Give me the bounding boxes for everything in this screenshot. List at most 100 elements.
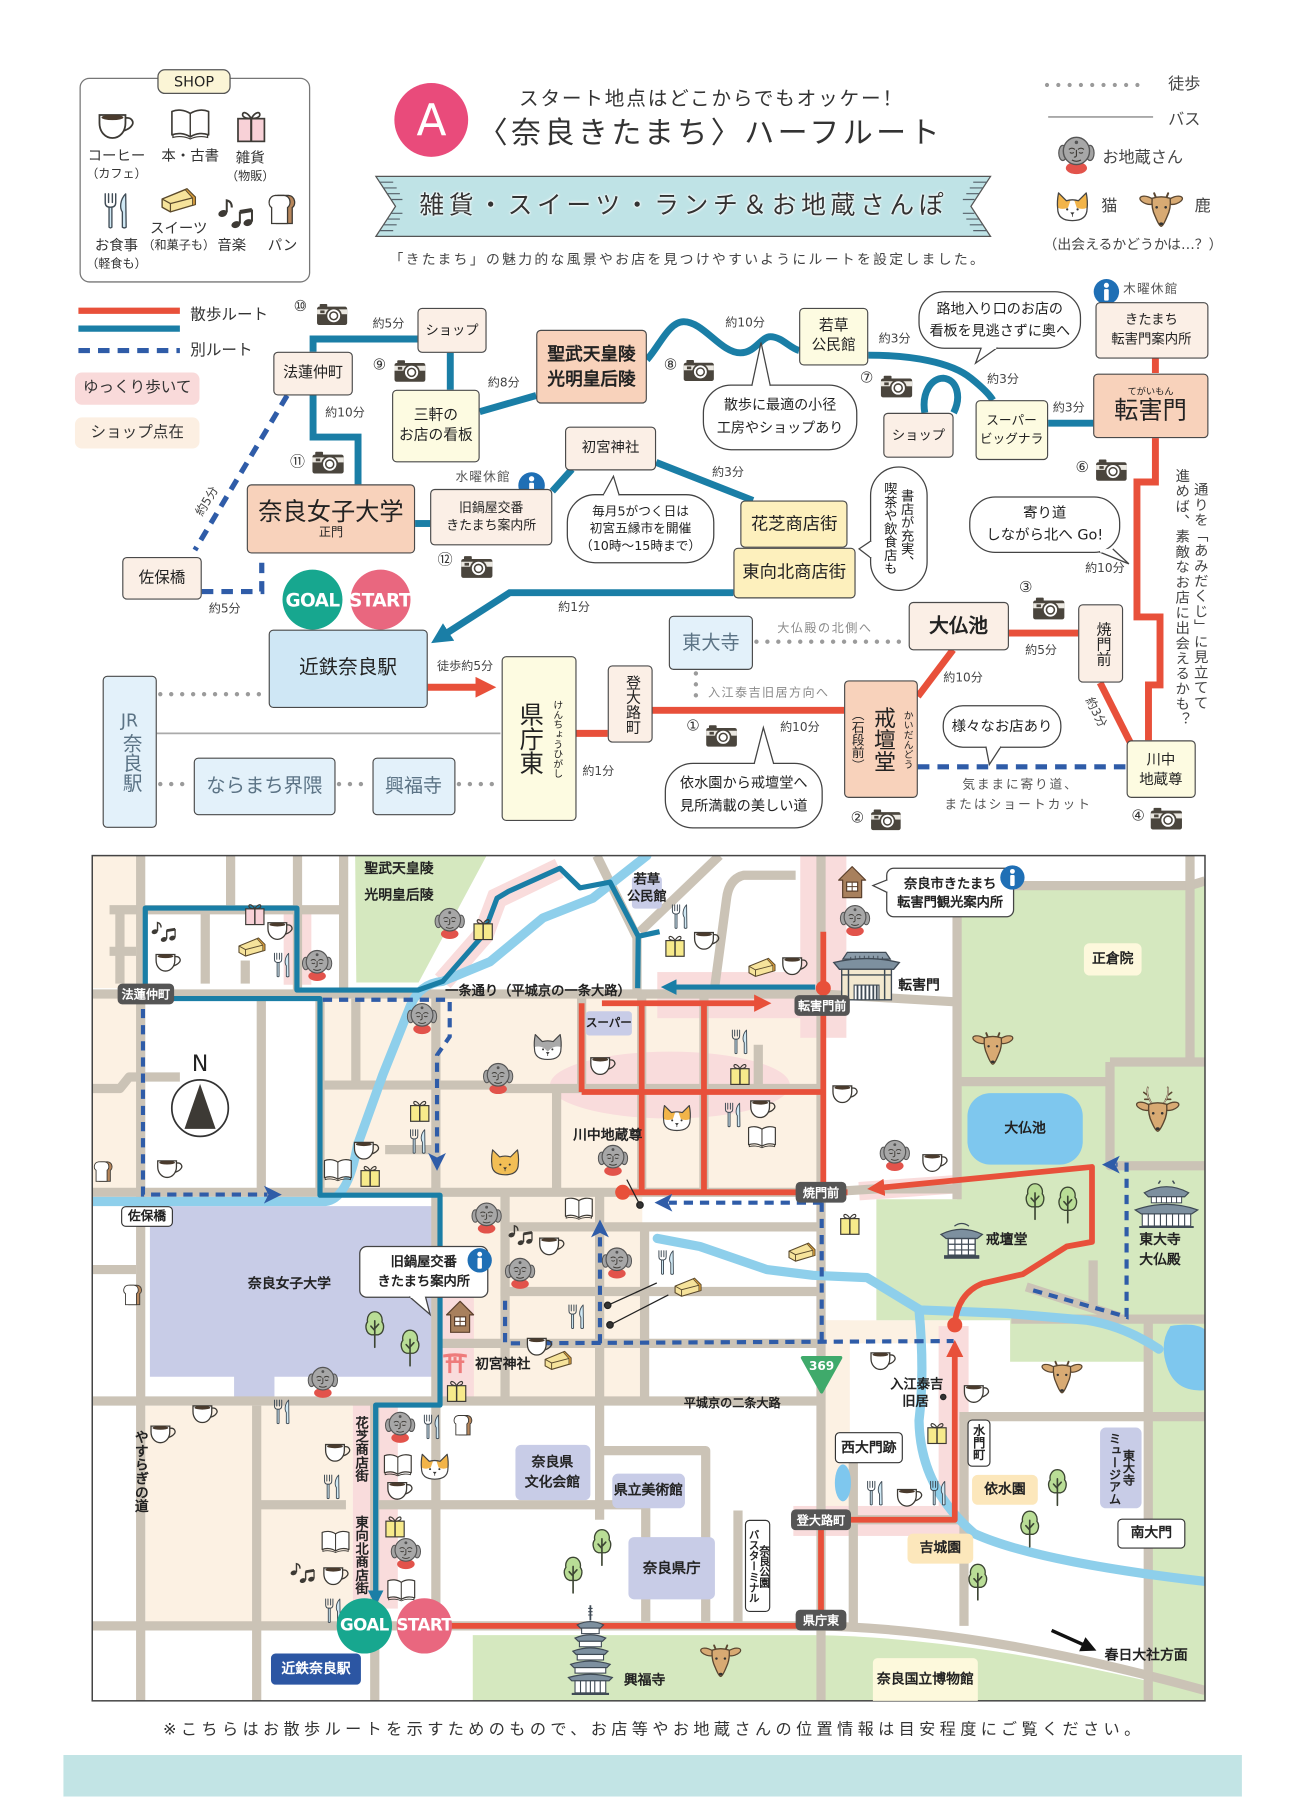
node-label-line: きたまち案内所 (446, 517, 537, 533)
node-kofukuji: 興福寺 (371, 757, 456, 816)
map-tag-horen-nakamachi: 法蓮仲町 (117, 983, 175, 1005)
bubble-text-isuien: 依水園から戒壇堂へ見所満載の美しい道 (665, 763, 822, 828)
shop-legend-meals-sub: （軽食も） (86, 257, 147, 271)
node-daibutsu-pond: 大仏池 (908, 601, 1009, 651)
bubble-line: 奈良市きたまち (903, 875, 997, 892)
map-label-nishi-daimon-ruins: 西大門跡 (834, 1432, 903, 1464)
route-waypoint-dot (615, 1184, 631, 1200)
node-shop-west: ショップ (417, 307, 487, 353)
photo-spot-number: ⑥ (1075, 459, 1089, 477)
shomu-mausoleum-area (355, 855, 487, 983)
map-blue-route (142, 865, 641, 1607)
node-hanashiba-shotengai: 花芝商店街 (740, 499, 848, 548)
walk-time: 約3分 (878, 332, 911, 346)
bubble-line: 書店が充実、 (899, 488, 916, 569)
map-bubble-nabeya-info: 旧鍋屋交番きたまち案内所 (360, 1247, 488, 1298)
bubble-text-shops: 様々なお店あり (943, 706, 1061, 748)
bubble-line: 旧鍋屋交番 (390, 1253, 457, 1270)
map-label-bus-terminal: 奈良公園バスターミナル (744, 1519, 771, 1613)
walk-time: 約5分 (372, 317, 405, 331)
walk-time: 約3分 (1052, 401, 1085, 416)
footer-note: ※こちらはお散歩ルートを示すためのもので、お店等やお地蔵さんの位置情報は目安程度… (162, 1720, 1145, 1739)
legend-shops-swatch: ショップ点在 (74, 417, 200, 449)
map-label-kofukuji: 興福寺 (623, 1671, 666, 1689)
legend-walk-label: 徒歩 (1168, 74, 1201, 94)
bread-icon (453, 1415, 473, 1436)
photo-spot-number: ⑫ (437, 551, 453, 569)
legend-alt-route-label: 別ルート (190, 341, 253, 360)
node-label: 登大路町 (622, 673, 640, 734)
yoshiki-river (652, 1233, 1164, 1354)
note-daibutsuden-north: 大仏殿の北側へ (777, 621, 873, 636)
map-label-line: 奈良公園 (756, 1544, 770, 1588)
page-title: 〈奈良きたまち〉ハーフルート (477, 116, 944, 152)
speech-bubble-shotengai (857, 466, 928, 592)
bubble-line: 喫茶や飲食店も (882, 482, 899, 576)
map-label-kaidando: 戒壇堂 (985, 1231, 1028, 1248)
map-label-prefectural-art-museum: 県立美術館 (611, 1473, 686, 1509)
walk-time: 約1分 (558, 600, 591, 615)
legend-slow-walk-swatch: ゆっくり歩いて (74, 372, 200, 405)
note-shortcut-line: 気ままに寄り道、 (962, 777, 1079, 793)
node-tegaimon-info-center: きたまち転害門案内所 (1094, 302, 1208, 359)
map-frame (91, 854, 1206, 1702)
shop-legend-bread-label: パン (267, 236, 298, 254)
map-tag-tegaimon-mae: 転害門前 (794, 995, 850, 1016)
bubble-line: （10時～15時まで） (580, 538, 702, 554)
bubble-line: 様々なお店あり (951, 717, 1053, 735)
info-icon (1093, 279, 1120, 305)
route-badge-circle (394, 83, 469, 157)
map-label-nara-national-museum: 奈良国立博物館 (872, 1658, 978, 1701)
node-hatsumiya-shrine: 初宮神社 (565, 426, 657, 470)
bubble-line: 寄り道 (1023, 504, 1067, 522)
camera-icon (870, 808, 902, 832)
arrow-to-kintetsu (431, 589, 734, 644)
note-irie-direction: 入江泰吉旧居方向へ (708, 686, 830, 700)
map-label-nara-womens-university: 奈良女子大学 (247, 1275, 331, 1292)
walk-time: 徒歩約5分 (437, 659, 494, 674)
bubble-line: しながら北へ Go! (986, 525, 1104, 544)
camera-icon (1032, 596, 1066, 621)
walk-dotted-segments (158, 639, 909, 787)
compass (170, 1079, 230, 1138)
shop-legend-coffee-label: コーヒー (87, 146, 146, 164)
photo-spot-number: ① (686, 717, 700, 736)
map-label-irie-residence: 入江泰吉 (890, 1375, 944, 1392)
node-horen-nakamachi: 法蓮仲町 (273, 351, 353, 396)
node-sanken-signboards: 三軒のお店の看板 (392, 389, 480, 463)
north-arrow-icon (184, 1083, 216, 1129)
note-amidakuji-line: 通りを「あみだくじ」に見立てて (1191, 481, 1209, 711)
legend-encounter-note: （出会えるかどうかは…？） (1043, 236, 1223, 253)
map-label-community-hall: 公民館 (626, 887, 667, 905)
bubble-text-shotengai: 書店が充実、喫茶や飲食店も (871, 467, 928, 590)
shop-legend-tag (157, 69, 231, 95)
node-label-line: 地蔵尊 (1139, 770, 1183, 788)
walk-time: 約5分 (1025, 643, 1058, 658)
bubble-line: 路地入り口のお店の (936, 301, 1063, 318)
route-waypoint-dot (815, 980, 831, 996)
shop-legend-goods-sub: （物販） (226, 169, 275, 184)
speech-bubble-detour (969, 496, 1130, 565)
node-shomu-mausoleum: 聖武天皇陵光明皇后陵 (536, 329, 647, 404)
node-label: 大仏池 (929, 614, 988, 638)
speech-bubble-alley (918, 291, 1082, 365)
route-badge: A (416, 94, 447, 146)
bread-icon (268, 194, 296, 225)
map-tag-noborioji-cho: 登大路町 (791, 1509, 851, 1531)
map-label-tegaimon: 転害門 (898, 976, 940, 993)
photo-spot-number: ⑨ (372, 356, 387, 375)
node-label: 法蓮仲町 (283, 363, 344, 382)
alt-route-segments (192, 394, 1126, 770)
map-label-line: バスターミナル (746, 1528, 759, 1604)
bubble-line: 依水園から戒壇堂へ (679, 775, 808, 792)
compass-north-label: N (191, 1051, 209, 1077)
detail-map (92, 855, 1205, 1701)
node-ruby: けんちょうひがし (551, 699, 563, 778)
kofukuji-museum-area (472, 1635, 1205, 1701)
node-label-line: 旧鍋屋交番 (458, 500, 524, 516)
node-ruby: てがいもん (1127, 386, 1174, 397)
node-tegaimon: てがいもん転害門 (1093, 373, 1208, 439)
node-kaidando: かいだんどう戒壇堂（石段前） (844, 680, 918, 798)
map-label-yoshikien: 吉城園 (907, 1533, 974, 1564)
